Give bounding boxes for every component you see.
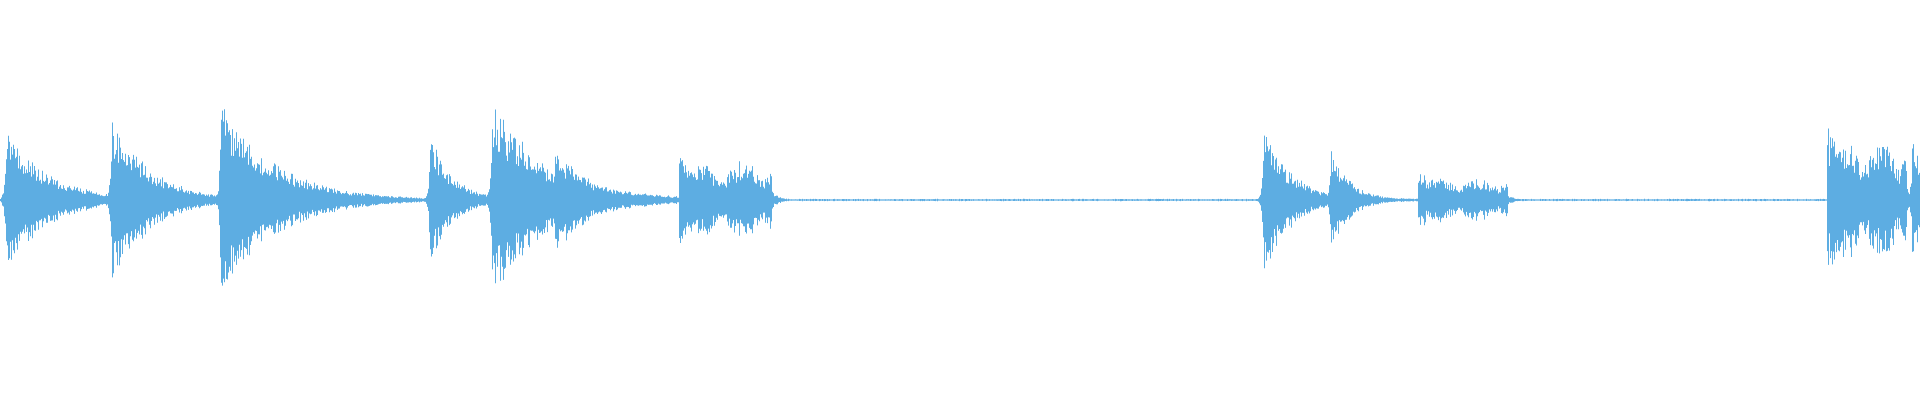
- waveform-path: [0, 109, 1920, 286]
- waveform-track: [0, 109, 1920, 286]
